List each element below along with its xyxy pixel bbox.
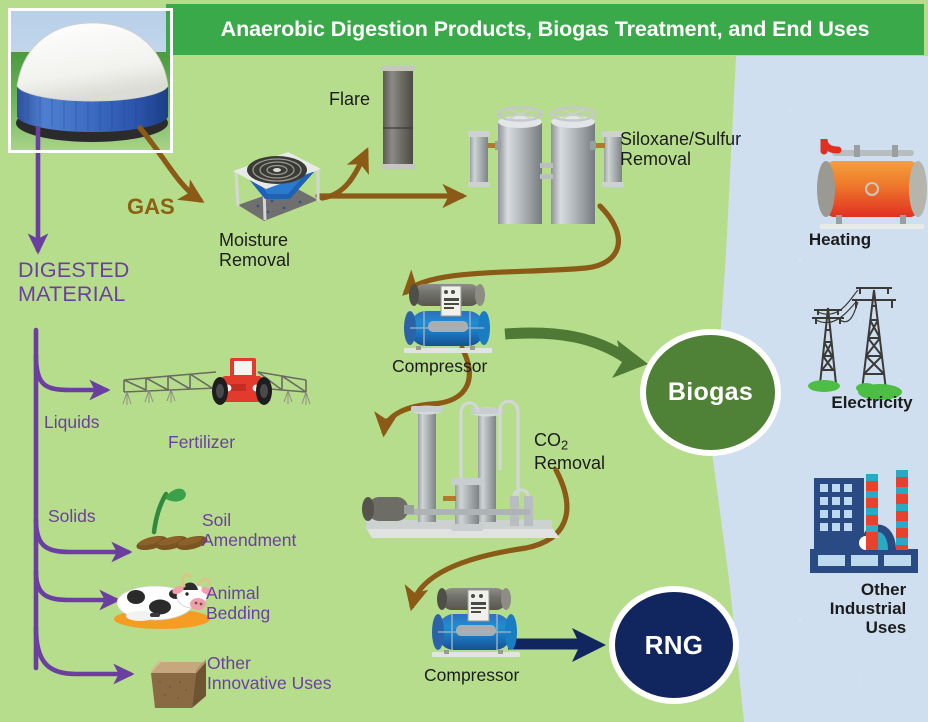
co2-removal-equipment (362, 399, 560, 538)
power-transmission-towers-icon (812, 287, 896, 391)
sprout-soil-icon (136, 488, 208, 550)
flare-label: Flare (329, 89, 371, 109)
tractor-sprayer-icon (122, 358, 311, 405)
cardboard-box-icon (151, 659, 206, 708)
siloxane-sulfur-removal-equipment (468, 106, 624, 224)
compressor-1-equipment (404, 284, 492, 353)
moisture-removal-equipment (233, 152, 321, 221)
siloxane-sulfur-removal-label: Siloxane/Sulfur Removal (620, 129, 742, 170)
biogas-arrow (504, 327, 648, 378)
digester-photo-frame (8, 8, 173, 153)
electricity-end-use-label: Electricity (831, 393, 913, 412)
rng-output-label: RNG (644, 629, 704, 660)
flare-equipment (381, 66, 415, 169)
cow-bedding-icon (114, 572, 213, 629)
compressor-2-label: Compressor (424, 665, 520, 685)
compressor-1-label: Compressor (392, 356, 488, 376)
biogas-output-label: Biogas (667, 378, 754, 406)
rng-output-node[interactable]: RNG (609, 586, 739, 704)
gas-label: GAS (127, 194, 175, 219)
electricity-grass (808, 380, 902, 400)
moisture-removal-label: Moisture Removal (219, 230, 291, 271)
solids-stream-label: Solids (48, 506, 96, 526)
digestate-flow-arrows (27, 125, 135, 685)
header-banner: Anaerobic Digestion Products, Biogas Tre… (166, 4, 924, 55)
gas-flow-arrows (137, 125, 621, 612)
heating-end-use-label: Heating (808, 230, 872, 249)
fertilizer-label: Fertilizer (168, 432, 236, 452)
compressor-2-equipment (432, 588, 520, 657)
page-title: Anaerobic Digestion Products, Biogas Tre… (220, 17, 870, 41)
co2-removal-word: Removal (534, 453, 606, 474)
other-industrial-uses-end-use-label: Other Industrial Uses (829, 580, 907, 638)
animal-bedding-label: Animal Bedding (206, 583, 271, 623)
other-innovative-uses-label: Other Innovative Uses (207, 653, 332, 693)
soil-amendment-label: Soil Amendment (202, 510, 297, 550)
factory-plant-icon (810, 470, 918, 573)
rng-arrow (508, 628, 606, 662)
co2-subscript: 2 (561, 437, 569, 453)
boiler-heater-icon (817, 138, 927, 229)
co2-formula: CO (534, 430, 561, 450)
digested-material-label: DIGESTED MATERIAL (18, 258, 130, 307)
liquids-stream-label: Liquids (44, 412, 100, 432)
biogas-output-node[interactable]: Biogas (640, 329, 781, 456)
